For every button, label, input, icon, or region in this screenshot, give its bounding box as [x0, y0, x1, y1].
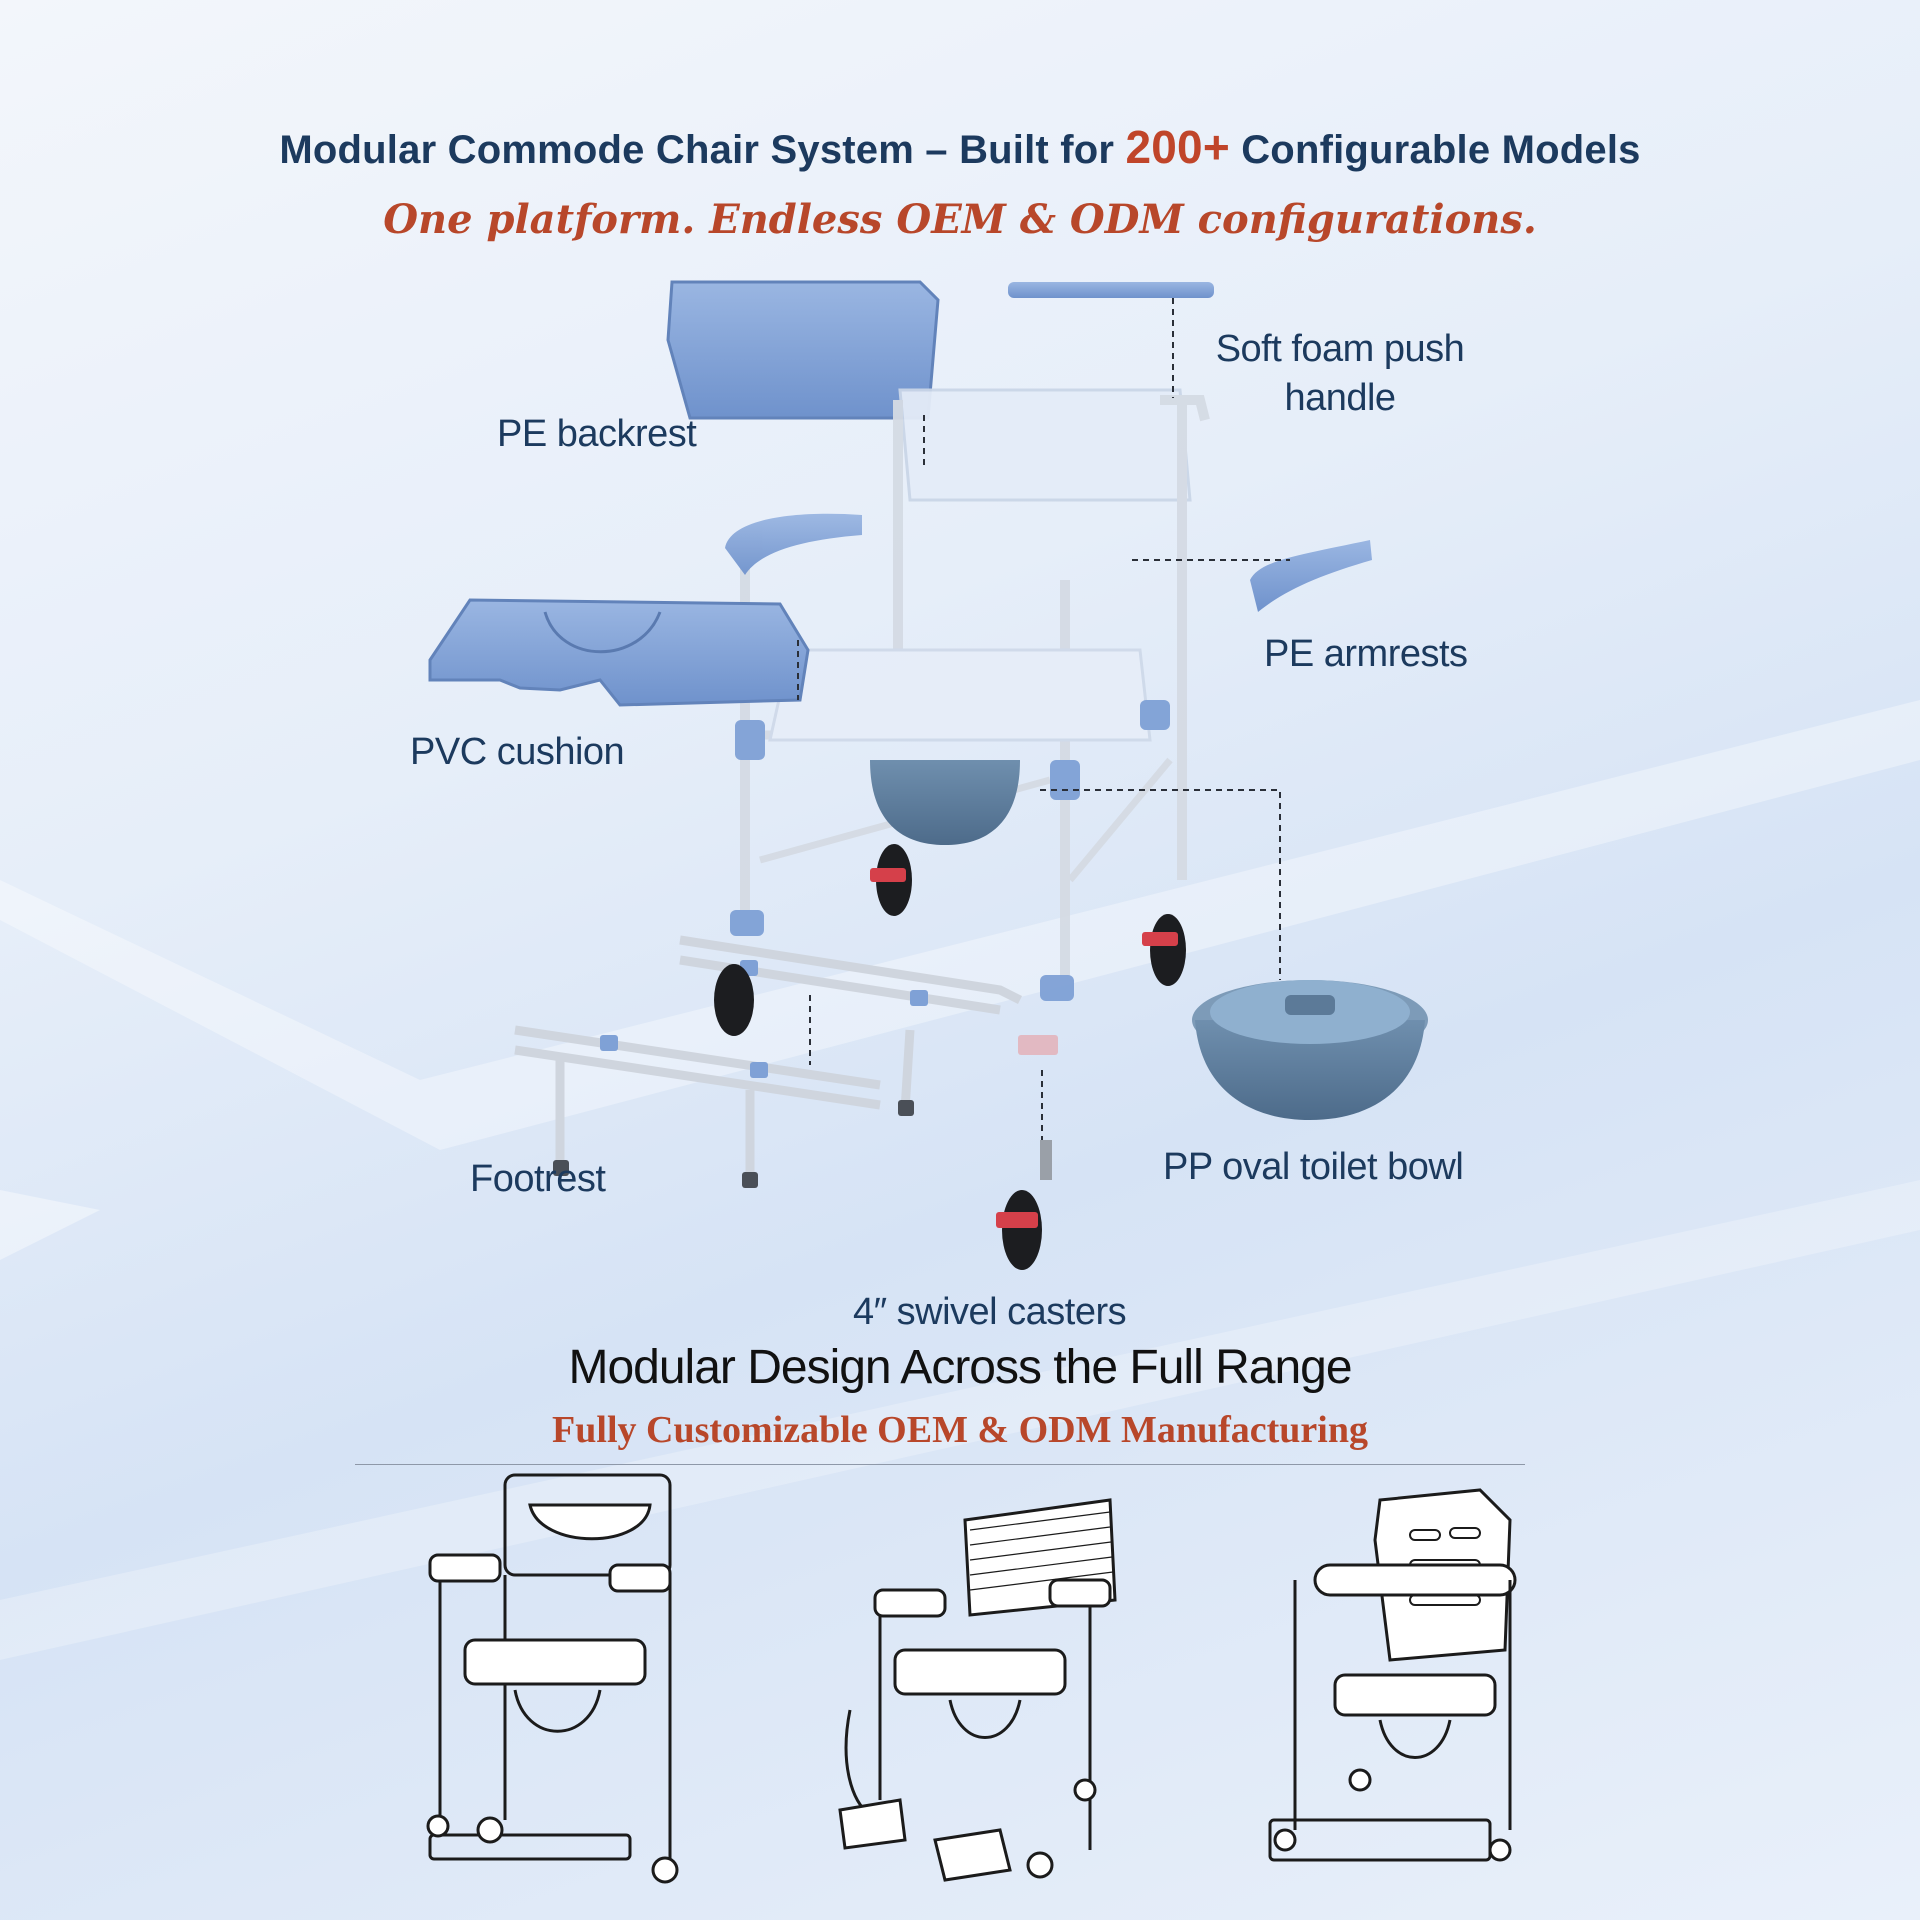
main-title: Modular Commode Chair System – Built for… [279, 121, 1641, 173]
push-handle-part [1008, 282, 1214, 298]
label-pe-armrests: PE armrests [1264, 633, 1468, 675]
title-accent: 200+ [1125, 121, 1230, 173]
label-toilet-bowl: PP oval toilet bowl [1163, 1146, 1464, 1188]
model-sketch-1 [426, 1473, 679, 1884]
pp-toilet-bowl-part [1192, 980, 1428, 1120]
pvc-cushion-part [428, 598, 810, 707]
model-sketch-2 [838, 1498, 1117, 1882]
label-footrest: Footrest [470, 1158, 606, 1200]
footrest-tips [553, 1100, 914, 1188]
main-subtitle: One platform. Endless OEM & ODM configur… [383, 196, 1537, 243]
label-push-handle: Soft foam push handle [1215, 328, 1465, 420]
section-divider [355, 1464, 1525, 1465]
bucket-under-seat [870, 760, 1020, 845]
section-subtitle: Fully Customizable OEM & ODM Manufacturi… [552, 1409, 1368, 1451]
section-title: Modular Design Across the Full Range [568, 1341, 1352, 1394]
model-sketch-3 [1268, 1488, 1517, 1862]
label-pvc-cushion: PVC cushion [410, 731, 625, 773]
label-swivel-casters: 4″ swivel casters [853, 1291, 1127, 1333]
pe-armrest-part [1250, 540, 1372, 612]
label-pe-backrest: PE backrest [497, 413, 697, 455]
leader-lines [797, 298, 1290, 1140]
caster-wheels [714, 844, 1186, 1270]
